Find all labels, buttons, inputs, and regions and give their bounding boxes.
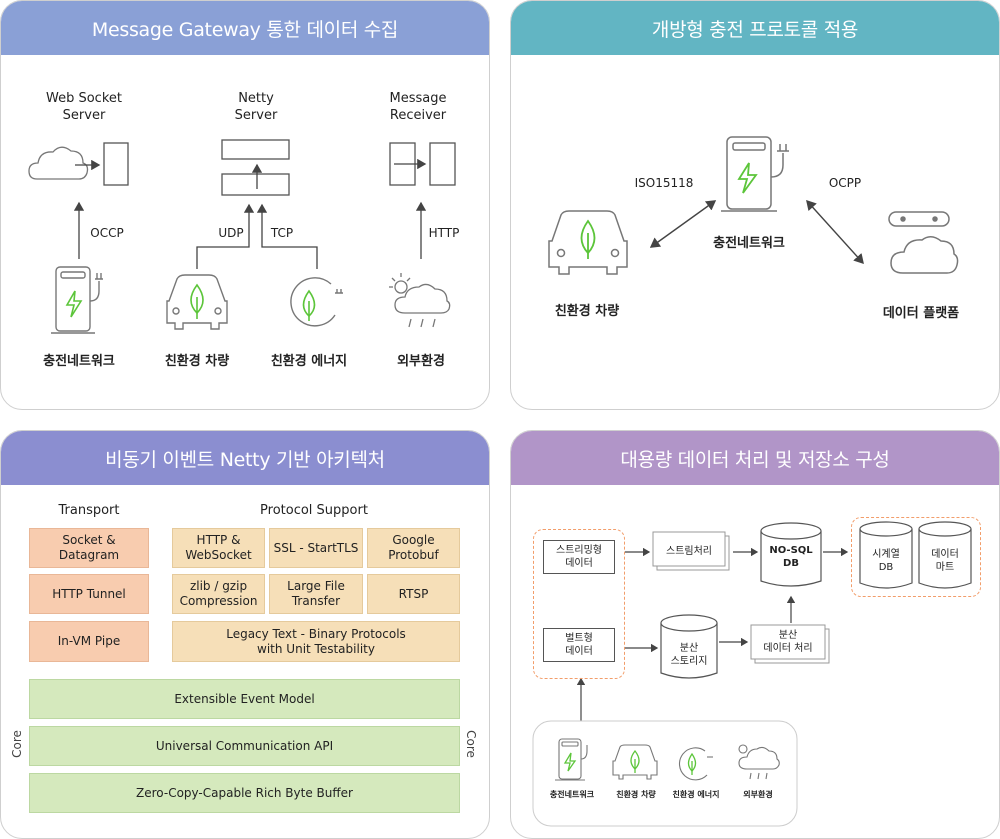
datamart-db-icon [918, 521, 972, 589]
source-environment-label: 외부환경 [397, 354, 445, 369]
storage-output-group [851, 517, 981, 597]
protocol-rtsp: RTSP [367, 574, 460, 614]
transport-header: Transport [58, 503, 120, 518]
ocpp-label: OCPP [828, 176, 862, 190]
datamart-label: 데이터 마트 [931, 549, 959, 573]
car-small-icon [612, 744, 658, 780]
protocol-support-header: Protocol Support [260, 503, 368, 518]
panel-title: 대용량 데이터 처리 및 저장소 구성 [511, 431, 999, 485]
netty-server-label: Netty Server [234, 91, 278, 123]
core-event-model: Extensible Event Model [29, 679, 460, 719]
http-label: HTTP [428, 226, 460, 240]
distributed-storage-icon [660, 614, 718, 679]
streaming-data-box: 스트리밍형 데이터 [543, 540, 615, 574]
charging-station-icon [51, 266, 103, 334]
protocol-ssl-starttls: SSL - StartTLS [269, 528, 363, 568]
distributed-storage-label: 분산 스토리지 [670, 643, 708, 667]
transport-in-vm-pipe: In-VM Pipe [29, 621, 149, 662]
data-platform-label: 데이터 플랫폼 [882, 306, 960, 321]
timeseries-label: 시계열 DB [872, 549, 900, 573]
source-charging-label: 충전네트워크 [43, 354, 115, 369]
charging-network-label: 충전네트워크 [713, 236, 785, 251]
transport-http-tunnel: HTTP Tunnel [29, 574, 149, 614]
weather-small-icon [738, 744, 780, 780]
core-label-left: Core [9, 730, 24, 758]
car-icon [548, 210, 628, 275]
input-data-group [533, 529, 625, 679]
core-label-right: Core [463, 730, 478, 758]
source-environment-label: 외부환경 [743, 790, 773, 799]
iso15118-label: ISO15118 [634, 176, 694, 190]
panel-title: 비동기 이벤트 Netty 기반 아키텍처 [1, 431, 489, 485]
source-charging-label: 충전네트워크 [549, 790, 595, 799]
panel-title: 개방형 충전 프로토콜 적용 [511, 1, 999, 55]
data-platform-icon [888, 211, 959, 274]
nosql-label: NO-SQL DB [769, 545, 813, 569]
stream-processing-label: 스트림처리 [666, 546, 712, 557]
panel-data-collection: Message Gateway 통한 데이터 수집 [0, 0, 490, 410]
panel4-graphics [532, 521, 972, 827]
source-energy-label: 친환경 에너지 [672, 790, 720, 799]
source-vehicle-label: 친환경 차량 [164, 354, 230, 369]
car-icon [166, 274, 228, 330]
bolt-icon [65, 290, 83, 318]
transport-socket-datagram: Socket & Datagram [29, 528, 149, 568]
charging-station-small-icon [555, 738, 588, 781]
source-energy-label: 친환경 에너지 [270, 354, 348, 369]
websocket-server-label: Web Socket Server [46, 91, 122, 123]
protocol-http-websocket: HTTP & WebSocket [172, 528, 265, 568]
protocol-large-file: Large File Transfer [269, 574, 363, 614]
nosql-db-icon [760, 522, 822, 587]
core-byte-buffer: Zero-Copy-Capable Rich Byte Buffer [29, 773, 460, 813]
leaf-icon [190, 283, 204, 319]
bolt-icon [737, 162, 758, 194]
core-communication-api: Universal Communication API [29, 726, 460, 766]
tcp-label: TCP [270, 226, 294, 240]
panel-netty-architecture: 비동기 이벤트 Netty 기반 아키텍처 Transport Protocol… [0, 430, 490, 839]
bulk-data-box: 벌트형 데이터 [543, 628, 615, 662]
protocol-zlib-gzip: zlib / gzip Compression [172, 574, 265, 614]
weather-icon [389, 273, 451, 328]
udp-label: UDP [218, 226, 244, 240]
occp-label: OCCP [90, 226, 124, 240]
message-receiver-label: Message Receiver [389, 91, 447, 123]
panel-charging-protocol: 개방형 충전 프로토콜 적용 [510, 0, 1000, 410]
protocol-google-protobuf: Google Protobuf [367, 528, 460, 568]
protocol-legacy: Legacy Text - Binary Protocols with Unit… [172, 621, 460, 662]
energy-small-icon [679, 747, 713, 781]
panel2-graphics [548, 136, 959, 275]
panel-title: Message Gateway 통한 데이터 수집 [1, 1, 489, 55]
cloud-icon [28, 146, 89, 180]
energy-plug-icon [290, 277, 343, 327]
panel-big-data-storage: 대용량 데이터 처리 및 저장소 구성 [510, 430, 1000, 839]
charging-station-icon [721, 136, 789, 212]
distributed-processing-label: 분산 데이터 처리 [763, 630, 813, 654]
panel1-graphics [28, 139, 456, 334]
source-vehicle-label: 친환경 차량 [616, 790, 656, 799]
timeseries-db-icon [859, 521, 913, 589]
vehicle-label: 친환경 차량 [554, 304, 620, 319]
